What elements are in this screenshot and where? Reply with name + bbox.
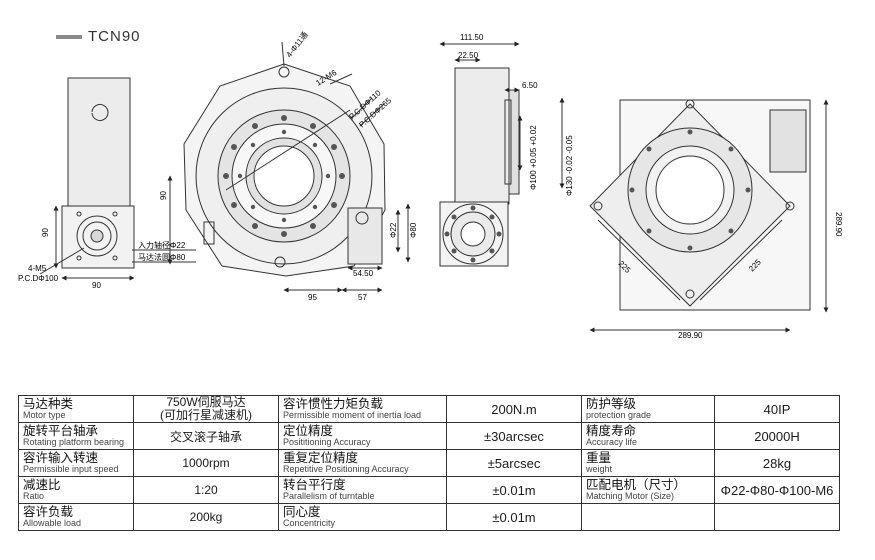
product-header: TCN90 bbox=[56, 28, 141, 45]
dim-111-50: 111.50 bbox=[460, 33, 484, 42]
spec-label-en: Accuracy life bbox=[586, 436, 638, 447]
dim-90-front: 90 bbox=[159, 191, 168, 200]
product-title: TCN90 bbox=[88, 28, 141, 45]
bolt-label: 4-M5 bbox=[28, 264, 47, 273]
spec-value: ±30arcsec bbox=[446, 422, 582, 450]
spec-value: 750W伺服马达 (可加行星减速机) bbox=[133, 395, 279, 423]
dim-left-90: 90 bbox=[41, 228, 50, 237]
spec-label-cn: 容许负载 bbox=[23, 504, 74, 519]
spec-label-en: Allowable load bbox=[23, 517, 82, 528]
spec-value: Φ22-Φ80-Φ100-M6 bbox=[714, 476, 840, 504]
spec-label-cn: 容许惯性力矩负载 bbox=[283, 396, 384, 411]
dim-6-50: 6.50 bbox=[522, 81, 538, 90]
spec-label-en: weight bbox=[586, 463, 613, 474]
spec-label-en: Concentricity bbox=[283, 517, 336, 528]
spec-value: 20000H bbox=[714, 422, 840, 450]
spec-label-cn: 重复定位精度 bbox=[283, 450, 359, 465]
spec-label-cn: 旋转平台轴承 bbox=[23, 423, 99, 438]
spec-label-en: Parallelism of turntable bbox=[283, 490, 375, 501]
spec-value: 28kg bbox=[714, 449, 840, 477]
spec-label-en: Permissible input speed bbox=[23, 463, 119, 474]
dim-95: 95 bbox=[308, 293, 317, 302]
spec-label-en: Permissible moment of inertia load bbox=[283, 409, 422, 420]
top-view bbox=[589, 99, 829, 333]
spec-label-cn: 定位精度 bbox=[283, 423, 334, 438]
dim-22-50: 22.50 bbox=[458, 51, 479, 60]
spec-label-cn: 同心度 bbox=[283, 504, 321, 519]
dim-phi22: Φ22 bbox=[389, 222, 398, 238]
dim-289-90-v: 289.90 bbox=[834, 212, 843, 237]
dim-bottom-90: 90 bbox=[92, 281, 101, 290]
spec-label-en: protection grade bbox=[586, 409, 652, 420]
spec-label-cn: 防护等级 bbox=[586, 396, 637, 411]
spec-label bbox=[581, 503, 715, 531]
spec-value: ±0.01m bbox=[446, 503, 582, 531]
left-view bbox=[39, 77, 135, 281]
side-view bbox=[439, 41, 565, 267]
spec-label-cn: 匹配电机（尺寸） bbox=[586, 477, 687, 492]
spec-label-cn: 马达种类 bbox=[23, 396, 74, 411]
spec-label-en: Rotating platform bearing bbox=[23, 436, 125, 447]
holes-label: 4-Φ11通 bbox=[284, 30, 310, 60]
spec-label-cn: 重量 bbox=[586, 450, 612, 465]
spec-label-en: Motor type bbox=[23, 409, 66, 420]
dim-phi80: Φ80 bbox=[409, 222, 418, 238]
spec-value: 40IP bbox=[714, 395, 840, 423]
spec-label-en: Matching Motor (Size) bbox=[586, 490, 675, 501]
header-bar bbox=[56, 34, 82, 39]
technical-drawing: 90 90 4-M5 P.C.DΦ100 bbox=[18, 30, 843, 340]
spec-value: ±5arcsec bbox=[446, 449, 582, 477]
spec-label-cn: 精度寿命 bbox=[586, 423, 637, 438]
spec-label-en: Posititioning Accuracy bbox=[283, 436, 371, 447]
spec-value: 200N.m bbox=[446, 395, 582, 423]
spec-label: 匹配电机（尺寸）Matching Motor (Size) bbox=[581, 476, 715, 504]
dim-289-90-h: 289.90 bbox=[678, 331, 703, 340]
spec-label-cn: 容许输入转速 bbox=[23, 450, 99, 465]
spec-label-cn: 转台平行度 bbox=[283, 477, 346, 492]
input-shaft-label: 入力轴径Φ22 bbox=[138, 240, 186, 250]
spec-value bbox=[714, 503, 840, 531]
spec-value: 1:20 bbox=[133, 476, 279, 504]
spec-value: 200kg bbox=[133, 503, 279, 531]
front-view bbox=[132, 41, 411, 293]
dim-57: 57 bbox=[358, 293, 367, 302]
dim-54-50: 54.50 bbox=[353, 269, 374, 278]
pcd-label: P.C.DΦ100 bbox=[18, 274, 59, 283]
spec-label-en: Ratio bbox=[23, 490, 45, 501]
motor-flange-label: 马达法圆Φ80 bbox=[138, 252, 186, 262]
phi100-tolerance: Φ100 +0.05 +0.02 bbox=[529, 125, 538, 190]
spec-value: 1000rpm bbox=[133, 449, 279, 477]
spec-label-cn: 减速比 bbox=[23, 477, 61, 492]
phi130-tolerance: Φ130 -0.02 -0.05 bbox=[565, 135, 574, 196]
spec-value: 交叉滚子轴承 bbox=[133, 422, 279, 450]
spec-value: ±0.01m bbox=[446, 476, 582, 504]
spec-label-en: Repetitive Positioning Accuracy bbox=[283, 463, 409, 474]
